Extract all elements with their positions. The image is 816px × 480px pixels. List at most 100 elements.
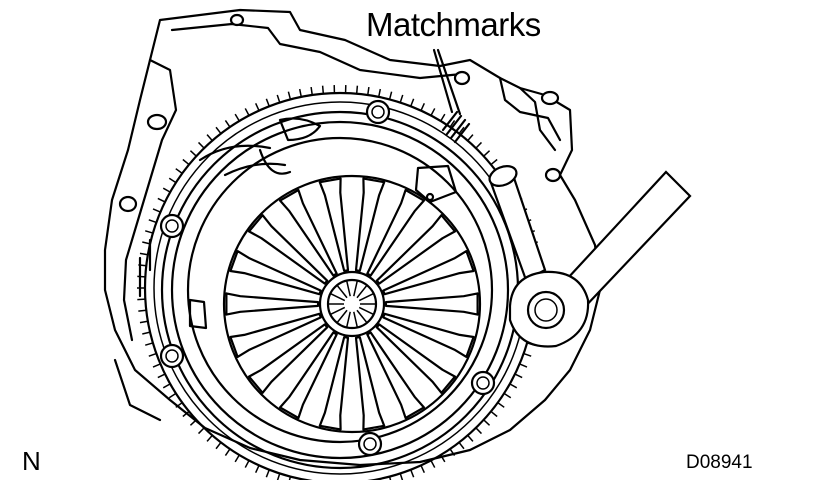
- gear-tooth: [148, 219, 157, 224]
- gear-tooth: [483, 150, 491, 157]
- gear-tooth: [509, 383, 518, 389]
- gear-tooth: [388, 476, 392, 480]
- gear-tooth: [175, 168, 183, 174]
- matchmarks-callout-label: Matchmarks: [366, 6, 541, 43]
- gear-tooth: [189, 150, 197, 157]
- gear-tooth: [206, 434, 213, 442]
- hub-spline: [330, 306, 346, 316]
- gear-tooth: [138, 309, 147, 312]
- hub-spline: [330, 292, 346, 302]
- gear-tooth: [152, 363, 161, 368]
- gear-tooth: [310, 86, 313, 96]
- gear-tooth: [224, 120, 231, 128]
- gear-tooth: [145, 342, 154, 346]
- gear-tooth: [254, 465, 260, 473]
- gear-tooth: [234, 454, 240, 463]
- gear-tooth: [523, 352, 532, 357]
- diaphragm-finger: [366, 331, 425, 420]
- diaphragm-finger: [247, 323, 329, 394]
- diaphragm-finger: [366, 188, 425, 277]
- diaphragm-finger: [229, 312, 322, 358]
- hub-spline: [358, 292, 374, 302]
- diaphragm-finger: [279, 331, 338, 420]
- gear-tooth: [157, 373, 166, 379]
- hub-spline: [353, 280, 359, 297]
- diaphragm-finger: [354, 177, 386, 272]
- gear-tooth: [458, 441, 465, 450]
- diaphragm-finger: [354, 336, 386, 431]
- gear-tooth: [224, 448, 231, 456]
- gear-tooth: [475, 141, 483, 149]
- gear-tooth: [138, 264, 147, 267]
- gear-tooth: [420, 103, 426, 111]
- gear-tooth: [189, 419, 197, 426]
- gear-tooth: [244, 108, 250, 116]
- callout-leader-icon: [432, 48, 462, 116]
- diaphragm-finger: [279, 188, 338, 277]
- gear-tooth: [367, 86, 370, 96]
- gear-tooth: [142, 241, 151, 245]
- gear-tooth: [490, 410, 498, 418]
- figure-reference-code: D08941: [686, 452, 753, 473]
- gear-tooth: [182, 158, 190, 166]
- gear-tooth: [206, 134, 213, 142]
- diaphragm-finger: [384, 292, 479, 316]
- gear-tooth: [410, 469, 415, 478]
- gear-tooth: [152, 208, 161, 213]
- gear-tooth: [234, 113, 240, 122]
- gear-tooth: [162, 383, 171, 389]
- gear-tooth: [519, 363, 528, 368]
- gear-tooth: [388, 91, 393, 100]
- cover-bolts-icon: [159, 99, 496, 457]
- gear-tooth: [215, 126, 222, 135]
- gear-tooth: [254, 103, 260, 111]
- gear-tooth: [449, 448, 456, 456]
- view-direction-letter: N: [22, 446, 41, 476]
- gear-tooth: [298, 88, 303, 98]
- gear-tooth: [467, 134, 474, 142]
- housing-outline-icon: [103, 8, 602, 467]
- hub-spline: [356, 284, 368, 299]
- hub-spline: [345, 311, 351, 328]
- diaphragm-finger: [247, 214, 329, 285]
- gear-tooth: [440, 113, 446, 122]
- gear-tooth: [215, 441, 222, 450]
- gear-tooth: [399, 473, 404, 480]
- hub-spline: [345, 280, 351, 297]
- gear-tooth: [288, 476, 292, 480]
- gear-tooth: [430, 460, 436, 468]
- gear-tooth: [377, 88, 382, 98]
- gear-tooth: [162, 187, 171, 193]
- gear-tooth: [142, 331, 151, 335]
- gear-tooth: [145, 230, 154, 234]
- diaphragm-finger: [375, 214, 457, 285]
- gear-tooth: [265, 98, 270, 107]
- gear-tooth: [197, 141, 205, 149]
- gear-tooth: [168, 177, 177, 184]
- gear-tooth: [197, 427, 205, 435]
- gear-tooth: [276, 94, 281, 103]
- diaphragm-finger: [382, 250, 475, 296]
- gear-tooth: [355, 85, 359, 94]
- gear-tooth: [458, 126, 465, 135]
- hub-spline: [336, 309, 348, 324]
- gear-tooth: [430, 108, 436, 116]
- gear-tooth: [410, 98, 415, 107]
- gear-tooth: [148, 352, 157, 357]
- gear-tooth: [139, 320, 148, 324]
- gear-tooth: [175, 402, 183, 408]
- diaphragm-finger: [375, 323, 457, 394]
- gear-tooth: [490, 158, 498, 166]
- torque-wrench-icon: [488, 165, 692, 348]
- diaphragm-finger: [225, 292, 320, 316]
- gear-tooth: [483, 419, 491, 426]
- gear-tooth: [503, 392, 512, 399]
- hub-spline: [356, 309, 368, 324]
- gear-tooth: [168, 392, 177, 399]
- diaphragm-spring-icon: [222, 174, 482, 434]
- gear-tooth: [276, 473, 281, 480]
- diaphragm-finger: [318, 336, 350, 431]
- gear-tooth: [467, 434, 474, 442]
- gear-tooth: [139, 252, 148, 256]
